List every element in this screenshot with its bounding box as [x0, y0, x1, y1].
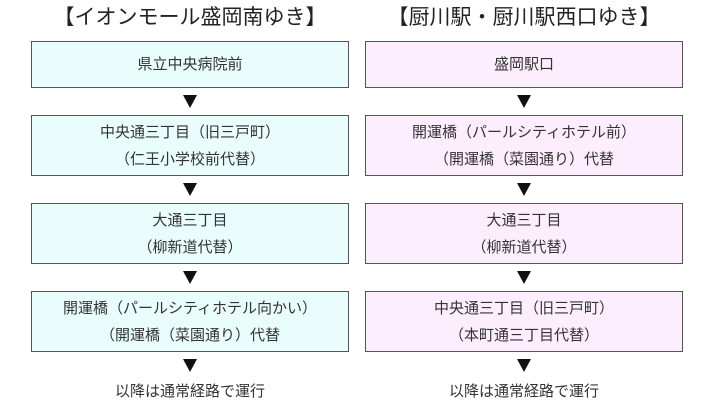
stop-name: 盛岡駅口 [493, 55, 554, 73]
stop-substitute: （柳新道代替） [137, 237, 243, 256]
stop-substitute: （開運橋（菜園通り）代替 [99, 325, 280, 344]
stop-box-2: 開運橋（パールシティホテル前） （開運橋（菜園通り）代替 [365, 115, 683, 176]
stop-box-1: 盛岡駅口 [365, 41, 683, 88]
route-heading: 【イオンモール盛岡南ゆき】 [53, 5, 327, 29]
stop-substitute: （柳新道代替） [471, 237, 577, 256]
route-heading: 【厨川駅・厨川駅西口ゆき】 [387, 5, 661, 29]
route-column-aeon-mall: 【イオンモール盛岡南ゆき】 県立中央病院前 中央通三丁目（旧三戸町） （仁王小学… [31, 0, 349, 403]
stop-name: 大通三丁目 [152, 210, 228, 229]
route-column-kuriyagawa: 【厨川駅・厨川駅西口ゆき】 盛岡駅口 開運橋（パールシティホテル前） （開運橋（… [365, 0, 683, 403]
stop-box-4: 中央通三丁目（旧三戸町） （本町通三丁目代替） [365, 291, 683, 352]
stop-box-3: 大通三丁目 （柳新道代替） [31, 203, 349, 264]
down-arrow-icon [31, 176, 349, 203]
route-footer-note: 以降は通常経路で運行 [448, 382, 599, 400]
stop-name: 開運橋（パールシティホテル前） [411, 122, 637, 141]
stop-substitute: （本町通三丁目代替） [448, 325, 599, 344]
stop-name: 中央通三丁目（旧三戸町） [433, 298, 614, 317]
stop-box-3: 大通三丁目 （柳新道代替） [365, 203, 683, 264]
stop-box-4: 開運橋（パールシティホテル向かい） （開運橋（菜園通り）代替 [31, 291, 349, 352]
route-footer-note: 以降は通常経路で運行 [114, 382, 265, 400]
stop-box-1: 県立中央病院前 [31, 41, 349, 88]
stop-substitute: （開運橋（菜園通り）代替 [433, 149, 614, 168]
down-arrow-icon [365, 352, 683, 379]
down-arrow-icon [365, 88, 683, 115]
stop-name: 県立中央病院前 [137, 55, 243, 73]
down-arrow-icon [31, 88, 349, 115]
stop-name: 中央通三丁目（旧三戸町） [99, 122, 280, 141]
down-arrow-icon [31, 352, 349, 379]
stop-substitute: （仁王小学校前代替） [114, 149, 265, 168]
down-arrow-icon [365, 176, 683, 203]
stop-name: 大通三丁目 [486, 210, 562, 229]
down-arrow-icon [31, 264, 349, 291]
stop-box-2: 中央通三丁目（旧三戸町） （仁王小学校前代替） [31, 115, 349, 176]
down-arrow-icon [365, 264, 683, 291]
stop-name: 開運橋（パールシティホテル向かい） [62, 298, 318, 317]
